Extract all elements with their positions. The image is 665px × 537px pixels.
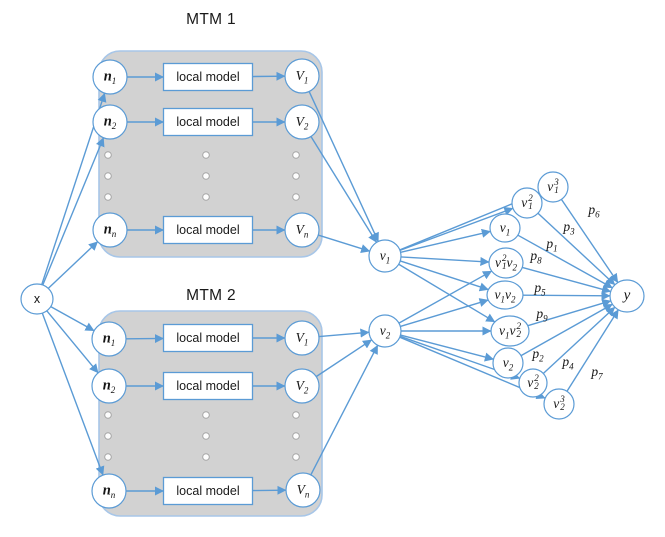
ellipsis-dot — [104, 193, 112, 201]
node-v1 — [368, 239, 402, 273]
ellipsis-dot — [202, 172, 210, 180]
edge-v1-tv1 — [400, 228, 491, 254]
ellipsis-dot — [292, 453, 300, 461]
edge-m2Vn-v2 — [310, 344, 379, 476]
edge-v2-tv2 — [400, 334, 494, 362]
edge-tv12-y — [537, 212, 616, 286]
node-m2n1 — [91, 321, 127, 357]
node-m1nn — [92, 212, 128, 248]
edge-tv22-y — [542, 306, 616, 375]
ellipsis-dot — [202, 411, 210, 419]
ellipsis-dot — [104, 151, 112, 159]
edge-v1-tv1v2 — [400, 260, 489, 292]
ellipsis-dot — [202, 193, 210, 201]
box-b22 — [162, 371, 254, 401]
edge-x-m2nn — [41, 312, 105, 476]
edge-m2V1-v2 — [318, 328, 370, 338]
ellipsis-dot — [104, 432, 112, 440]
node-m1Vn — [284, 212, 320, 248]
edge-tv23-y — [566, 309, 619, 392]
node-m1n1 — [92, 59, 128, 95]
edge-m1V1-v1 — [308, 91, 379, 242]
edge-tv13-y — [560, 199, 619, 283]
node-tv1 — [489, 213, 521, 243]
edge-tv1-y — [517, 234, 613, 289]
node-tv2 — [492, 347, 524, 379]
node-y — [609, 279, 645, 313]
node-m2V1 — [284, 320, 320, 356]
edge-x-m2n2 — [46, 310, 99, 374]
node-tv22 — [518, 368, 548, 398]
node-tv13 — [537, 171, 569, 203]
node-tv12v2 — [488, 247, 524, 279]
node-m2V2 — [284, 368, 320, 404]
edge-v2-tv1v2 — [400, 298, 489, 328]
edge-tv12v2-y — [522, 266, 612, 294]
node-x — [20, 283, 54, 315]
box-b21 — [162, 323, 254, 353]
edge-tv1v22-y — [527, 298, 612, 327]
box-b23 — [162, 476, 254, 506]
ellipsis-dot — [292, 411, 300, 419]
node-tv1v2 — [486, 280, 524, 310]
ellipsis-dot — [202, 151, 210, 159]
edge-x-m1nn — [47, 241, 99, 289]
edge-v1-tv12v2 — [400, 256, 490, 267]
ellipsis-dot — [292, 172, 300, 180]
ellipsis-dot — [104, 172, 112, 180]
edge-v1-tv12 — [399, 207, 514, 252]
node-m2nn — [91, 473, 127, 509]
edge-tv2-y — [520, 303, 613, 357]
edge-tv1v2-y — [522, 291, 611, 301]
ellipsis-dot — [104, 453, 112, 461]
box-b12 — [162, 107, 254, 137]
edge-x-m2n1 — [50, 306, 95, 332]
block-mtm2 — [98, 310, 323, 517]
node-m1n2 — [92, 104, 128, 140]
node-layer — [20, 58, 645, 509]
ellipsis-dot — [202, 432, 210, 440]
node-tv12 — [511, 187, 543, 219]
node-tv23 — [543, 388, 575, 420]
node-m1V2 — [284, 104, 320, 140]
node-tv1v22 — [490, 315, 530, 347]
edge-m1Vn-v1 — [318, 234, 371, 253]
edge-v2-tv12v2 — [398, 270, 493, 324]
edge-layer — [41, 71, 619, 496]
node-m2n2 — [91, 368, 127, 404]
edge-m1V2-v1 — [310, 136, 378, 243]
edge-m2V2-v2 — [315, 339, 373, 378]
ellipsis-dot — [292, 151, 300, 159]
ellipsis-dot — [104, 411, 112, 419]
box-b11 — [162, 62, 254, 92]
node-m1V1 — [284, 58, 320, 94]
node-m2Vn — [285, 472, 321, 508]
edge-v1-tv1v22 — [398, 263, 496, 323]
ellipsis-dot — [202, 453, 210, 461]
edge-x-m1n2 — [42, 137, 105, 286]
node-v2 — [368, 314, 402, 348]
block-layer — [98, 50, 323, 517]
box-b13 — [162, 215, 254, 245]
ellipsis-dot — [292, 432, 300, 440]
ellipsis-dot — [292, 193, 300, 201]
